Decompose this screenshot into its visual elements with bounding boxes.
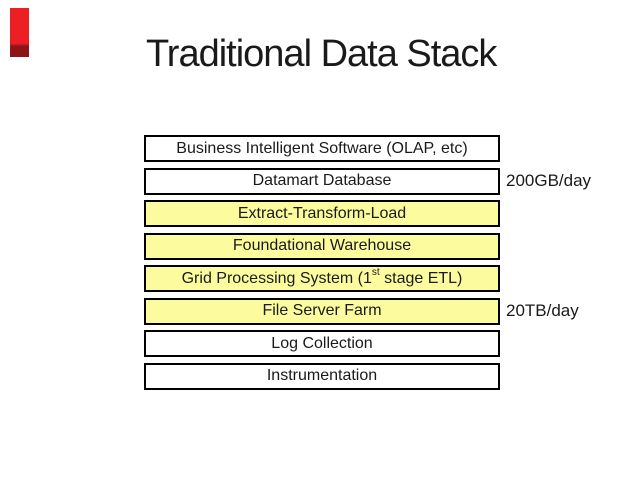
stack-box-label: File Server Farm (262, 302, 382, 319)
stack-box-foundational-warehouse: Foundational Warehouse (144, 232, 500, 260)
superscript-st: st (371, 267, 380, 279)
stack-box-label: Instrumentation (266, 367, 378, 384)
slide-title: Traditional Data Stack (146, 33, 497, 75)
stack-box-bi-software: Business Intelligent Software (OLAP, etc… (144, 135, 500, 162)
stack-box-label: Foundational Warehouse (232, 237, 412, 254)
stack-box-label: Log Collection (271, 334, 373, 352)
stack-box-extract-transform-load: Extract-Transform-Load (144, 200, 500, 227)
stack-box-instrumentation: Instrumentation (144, 362, 500, 390)
stack-box-grid-processing-system: Grid Processing System (1st stage ETL) (144, 265, 500, 292)
throughput-label-200gb-day: 200GB/day (506, 171, 592, 190)
stack-box-label: Extract-Transform-Load (237, 204, 407, 222)
stack-box-label: Datamart Database (252, 172, 392, 189)
data-stack-diagram: Business Intelligent Software (OLAP, etc… (144, 135, 500, 395)
stack-box-label: Grid Processing System (1st stage ETL) (181, 267, 463, 287)
red-accent-bar (10, 8, 29, 57)
stack-box-file-server-farm: File Server Farm (144, 297, 500, 325)
stack-box-log-collection: Log Collection (144, 330, 500, 357)
stack-box-label: Business Intelligent Software (OLAP, etc… (176, 139, 468, 157)
stack-box-datamart-database: Datamart Database (144, 167, 500, 195)
throughput-label-20tb-day: 20TB/day (506, 301, 579, 320)
